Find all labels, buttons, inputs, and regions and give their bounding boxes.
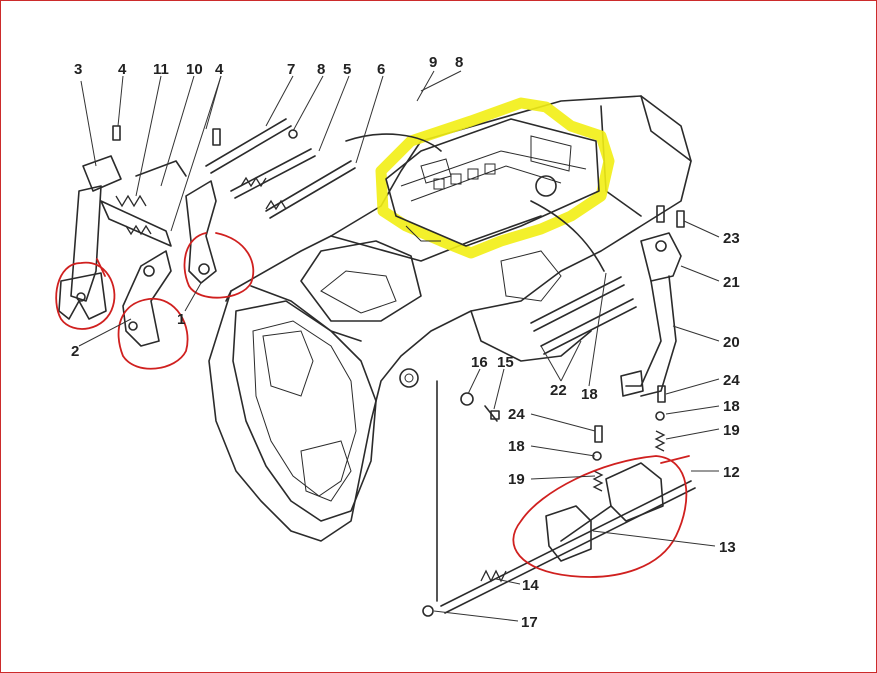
lower-shaft-assembly xyxy=(422,380,696,617)
callout-4: 4 xyxy=(118,61,127,78)
callout-19: 19 xyxy=(723,422,740,439)
callout-16: 16 xyxy=(471,354,488,371)
callout-21: 21 xyxy=(723,274,740,291)
callout-5: 5 xyxy=(343,61,351,78)
callout-10: 10 xyxy=(186,61,203,78)
callout-14: 14 xyxy=(522,577,539,594)
callout-2: 2 xyxy=(71,343,79,360)
shift-forks-left xyxy=(58,125,221,347)
callout-8: 8 xyxy=(317,61,325,78)
callout-11: 11 xyxy=(153,61,169,78)
leader-lines xyxy=(78,70,720,622)
callout-13: 13 xyxy=(719,539,736,556)
callout-20: 20 xyxy=(723,334,740,351)
callout-3: 3 xyxy=(74,61,82,78)
callout-24: 24 xyxy=(723,372,740,389)
shift-forks-right xyxy=(530,205,685,397)
callout-18: 18 xyxy=(508,438,525,455)
callout-12: 12 xyxy=(723,464,740,481)
transmission-housing xyxy=(208,95,692,542)
callout-8: 8 xyxy=(455,54,463,71)
callout-6: 6 xyxy=(377,61,385,78)
callout-9: 9 xyxy=(429,54,437,71)
top-cover-highlighted xyxy=(375,97,615,259)
callout-18: 18 xyxy=(723,398,740,415)
callout-15: 15 xyxy=(497,354,514,371)
callout-19: 19 xyxy=(508,471,525,488)
callout-1: 1 xyxy=(177,311,185,328)
callout-23: 23 xyxy=(723,230,740,247)
callout-22: 22 xyxy=(550,382,567,399)
callout-7: 7 xyxy=(287,61,295,78)
red-markup-circles xyxy=(55,232,690,578)
callout-labels: 3 4 11 10 4 7 8 5 6 9 8 23 21 20 24 18 1… xyxy=(71,54,740,631)
callout-24: 24 xyxy=(508,406,525,423)
callout-17: 17 xyxy=(521,614,538,631)
callout-4: 4 xyxy=(215,61,224,78)
shift-rails-upper xyxy=(205,118,605,272)
callout-18: 18 xyxy=(581,386,598,403)
